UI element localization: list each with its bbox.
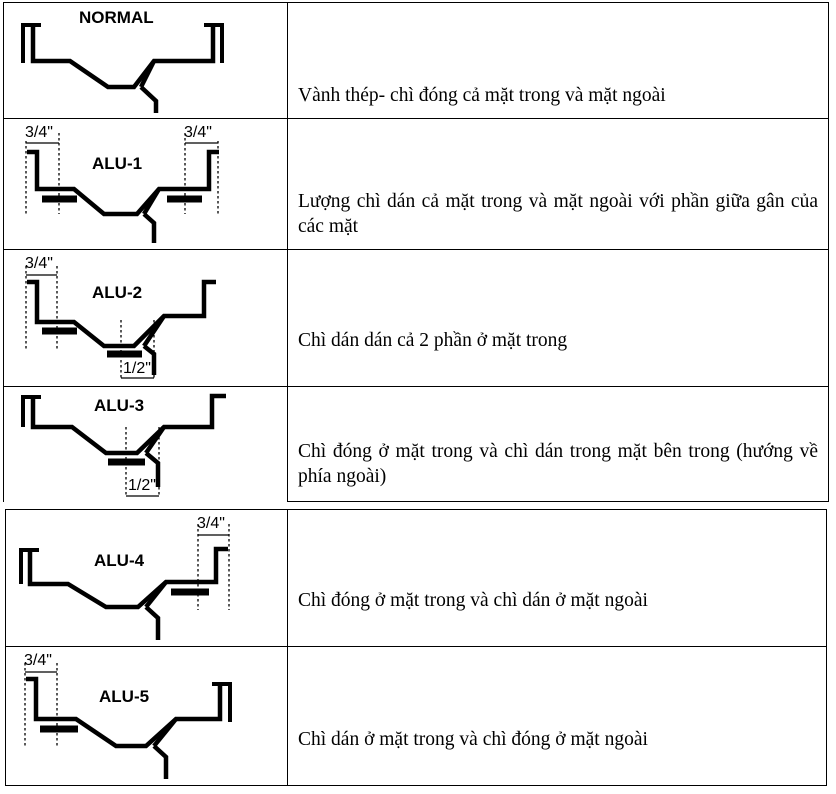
rim-label: ALU-4 <box>94 551 145 570</box>
rim-disc <box>144 580 168 609</box>
rim-hub <box>142 212 157 243</box>
rim-diagram-alu-4: 3/4" ALU-4 <box>19 515 230 640</box>
rim-disc <box>152 717 178 748</box>
rim-profile <box>27 279 216 349</box>
rim-hub <box>142 344 157 375</box>
description-cell: Chì dán ở mặt trong và chì đóng ở mặt ng… <box>287 646 827 786</box>
description-cell: Vành thép- chì đóng cả mặt trong và mặt … <box>287 2 829 119</box>
description-text: Chì dán ở mặt trong và chì đóng ở mặt ng… <box>298 729 648 750</box>
dimension-label: 3/4" <box>24 652 52 669</box>
description-text: Vành thép- chì đóng cả mặt trong và mặt … <box>298 85 666 106</box>
rim-hub <box>144 451 161 487</box>
table-row: 3/4" 3/4" ALU-1 Lượng chì dán cả mặt tro… <box>3 118 829 250</box>
description-text: Lượng chì dán cả mặt trong và mặt ngoài … <box>298 191 818 237</box>
rim-disc <box>138 59 157 89</box>
description-cell: Chì dán dán cả 2 phần ở mặt trong <box>287 249 829 387</box>
wheel-weight-table-top: NORMAL Vành thép- chì đóng cả mặt trong … <box>3 2 829 502</box>
rim-profile <box>30 24 216 90</box>
description-cell: Chì đóng ở mặt trong và chì dán ở mặt ng… <box>287 509 827 647</box>
table-row: ALU-3 1/2" Chì đóng ở mặt trong và chì d… <box>3 386 829 502</box>
clip-weight-outer <box>212 682 232 686</box>
rim-label: ALU-5 <box>99 687 149 706</box>
rim-diagram-alu-1: 3/4" 3/4" ALU-1 <box>25 124 219 243</box>
rim-hub <box>144 605 161 640</box>
rim-profile <box>26 676 223 749</box>
rim-label: ALU-1 <box>92 154 142 173</box>
description-text: Chì đóng ở mặt trong và chì dán ở mặt ng… <box>298 590 648 611</box>
rim-label: NORMAL <box>79 8 154 27</box>
clip-weight-outer <box>220 23 224 63</box>
table-row: 3/4" ALU-5 Chì dán ở mặt trong và chì đó… <box>5 646 827 786</box>
description-cell: Lượng chì dán cả mặt trong và mặt ngoài … <box>287 118 829 250</box>
table-row: 3/4" ALU-4 Chì đóng ở mặt trong và chì d… <box>5 509 827 647</box>
rim-figure-cell: 3/4" ALU-2 1/2" <box>3 249 288 387</box>
rim-figure-cell: 3/4" ALU-4 <box>5 509 288 647</box>
dimension-label: 3/4" <box>25 124 53 141</box>
rim-label: ALU-2 <box>92 283 142 302</box>
rim-figure-cell: 3/4" 3/4" ALU-1 <box>3 118 288 250</box>
dimension-label: 3/4" <box>197 515 225 532</box>
rim-diagram-normal: NORMAL <box>21 8 224 113</box>
rim-label: ALU-3 <box>94 396 144 415</box>
table-row: NORMAL Vành thép- chì đóng cả mặt trong … <box>3 2 829 119</box>
clip-weight-inner <box>19 548 23 584</box>
rim-figure-cell: ALU-3 1/2" <box>3 386 288 502</box>
rim-profile <box>27 149 219 217</box>
clip-weight-inner <box>21 395 25 427</box>
description-text: Chì đóng ở mặt trong và chì dán trong mặ… <box>298 441 818 487</box>
description-cell: Chì đóng ở mặt trong và chì dán trong mặ… <box>287 386 829 502</box>
rim-disc <box>142 187 161 216</box>
wheel-weight-table-bottom: 3/4" ALU-4 Chì đóng ở mặt trong và chì d… <box>5 509 827 786</box>
rim-diagram-alu-2: 3/4" ALU-2 1/2" <box>25 255 216 379</box>
rim-diagram-alu-3: ALU-3 1/2" <box>21 393 226 497</box>
rim-profile <box>27 546 228 610</box>
dimension-label: 1/2" <box>128 477 156 494</box>
rim-disc <box>144 425 166 455</box>
rim-profile <box>30 393 226 456</box>
rim-hub <box>139 85 159 113</box>
rim-figure-cell: 3/4" ALU-5 <box>5 646 288 786</box>
clip-weight-inner <box>21 23 25 63</box>
clip-weight-outer <box>204 23 224 27</box>
dimension-label: 3/4" <box>184 124 212 141</box>
rim-hub <box>152 744 169 779</box>
clip-weight-outer <box>228 682 232 722</box>
dimension-label: 3/4" <box>25 255 53 272</box>
description-text: Chì dán dán cả 2 phần ở mặt trong <box>298 330 568 351</box>
dimension-label: 1/2" <box>123 360 151 377</box>
rim-diagram-alu-5: 3/4" ALU-5 <box>24 652 232 779</box>
rim-figure-cell: NORMAL <box>3 2 288 119</box>
table-row: 3/4" ALU-2 1/2" Chì dán dán cả 2 phần ở … <box>3 249 829 387</box>
